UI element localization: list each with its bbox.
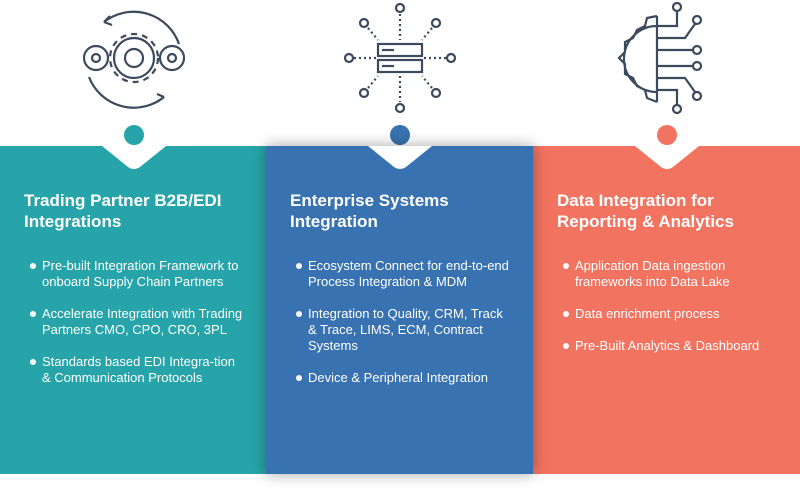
notch	[367, 146, 432, 169]
panel-data-integration: Data Integration for Reporting & Analyti…	[533, 146, 800, 474]
column-b2b-edi: Trading Partner B2B/EDI Integrations Pre…	[0, 0, 267, 493]
blue-dot	[389, 125, 410, 145]
list-item: Pre-built Integration Framework to onboa…	[30, 258, 245, 290]
list-item: Ecosystem Connect for end-to-end Process…	[296, 258, 511, 290]
panel-title: Data Integration for Reporting & Analyti…	[557, 191, 734, 231]
server-network-icon	[343, 2, 456, 114]
list-item: Integration to Quality, CRM, Track & Tra…	[296, 306, 511, 354]
gear-circuit-icon	[616, 2, 702, 114]
list-item: Standards based EDI Integra-tion & Commu…	[30, 354, 245, 386]
column-enterprise-systems: Enterprise Systems Integration Ecosystem…	[266, 0, 533, 493]
panel-title: Enterprise Systems Integration	[290, 191, 449, 231]
list-item: Application Data ingestion frameworks in…	[563, 258, 778, 290]
coral-dot	[656, 125, 677, 145]
notch	[634, 146, 699, 169]
list-item: Data enrichment process	[563, 306, 778, 322]
bullet-list: Application Data ingestion frameworks in…	[563, 258, 778, 370]
panel-b2b-edi: Trading Partner B2B/EDI Integrations Pre…	[0, 146, 267, 474]
bullet-list: Ecosystem Connect for end-to-end Process…	[296, 258, 511, 402]
notch	[101, 146, 166, 169]
column-data-integration: Data Integration for Reporting & Analyti…	[533, 0, 800, 493]
panel-title: Trading Partner B2B/EDI Integrations	[24, 191, 222, 231]
bullet-list: Pre-built Integration Framework to onboa…	[30, 258, 245, 402]
list-item: Accelerate Integration with Trading Part…	[30, 306, 245, 338]
list-item: Pre-Built Analytics & Dashboard	[563, 338, 778, 354]
gears-cycle-icon	[82, 10, 185, 109]
list-item: Device & Peripheral Integration	[296, 370, 511, 386]
teal-dot	[123, 125, 144, 145]
panel-enterprise-systems: Enterprise Systems Integration Ecosystem…	[266, 146, 533, 474]
